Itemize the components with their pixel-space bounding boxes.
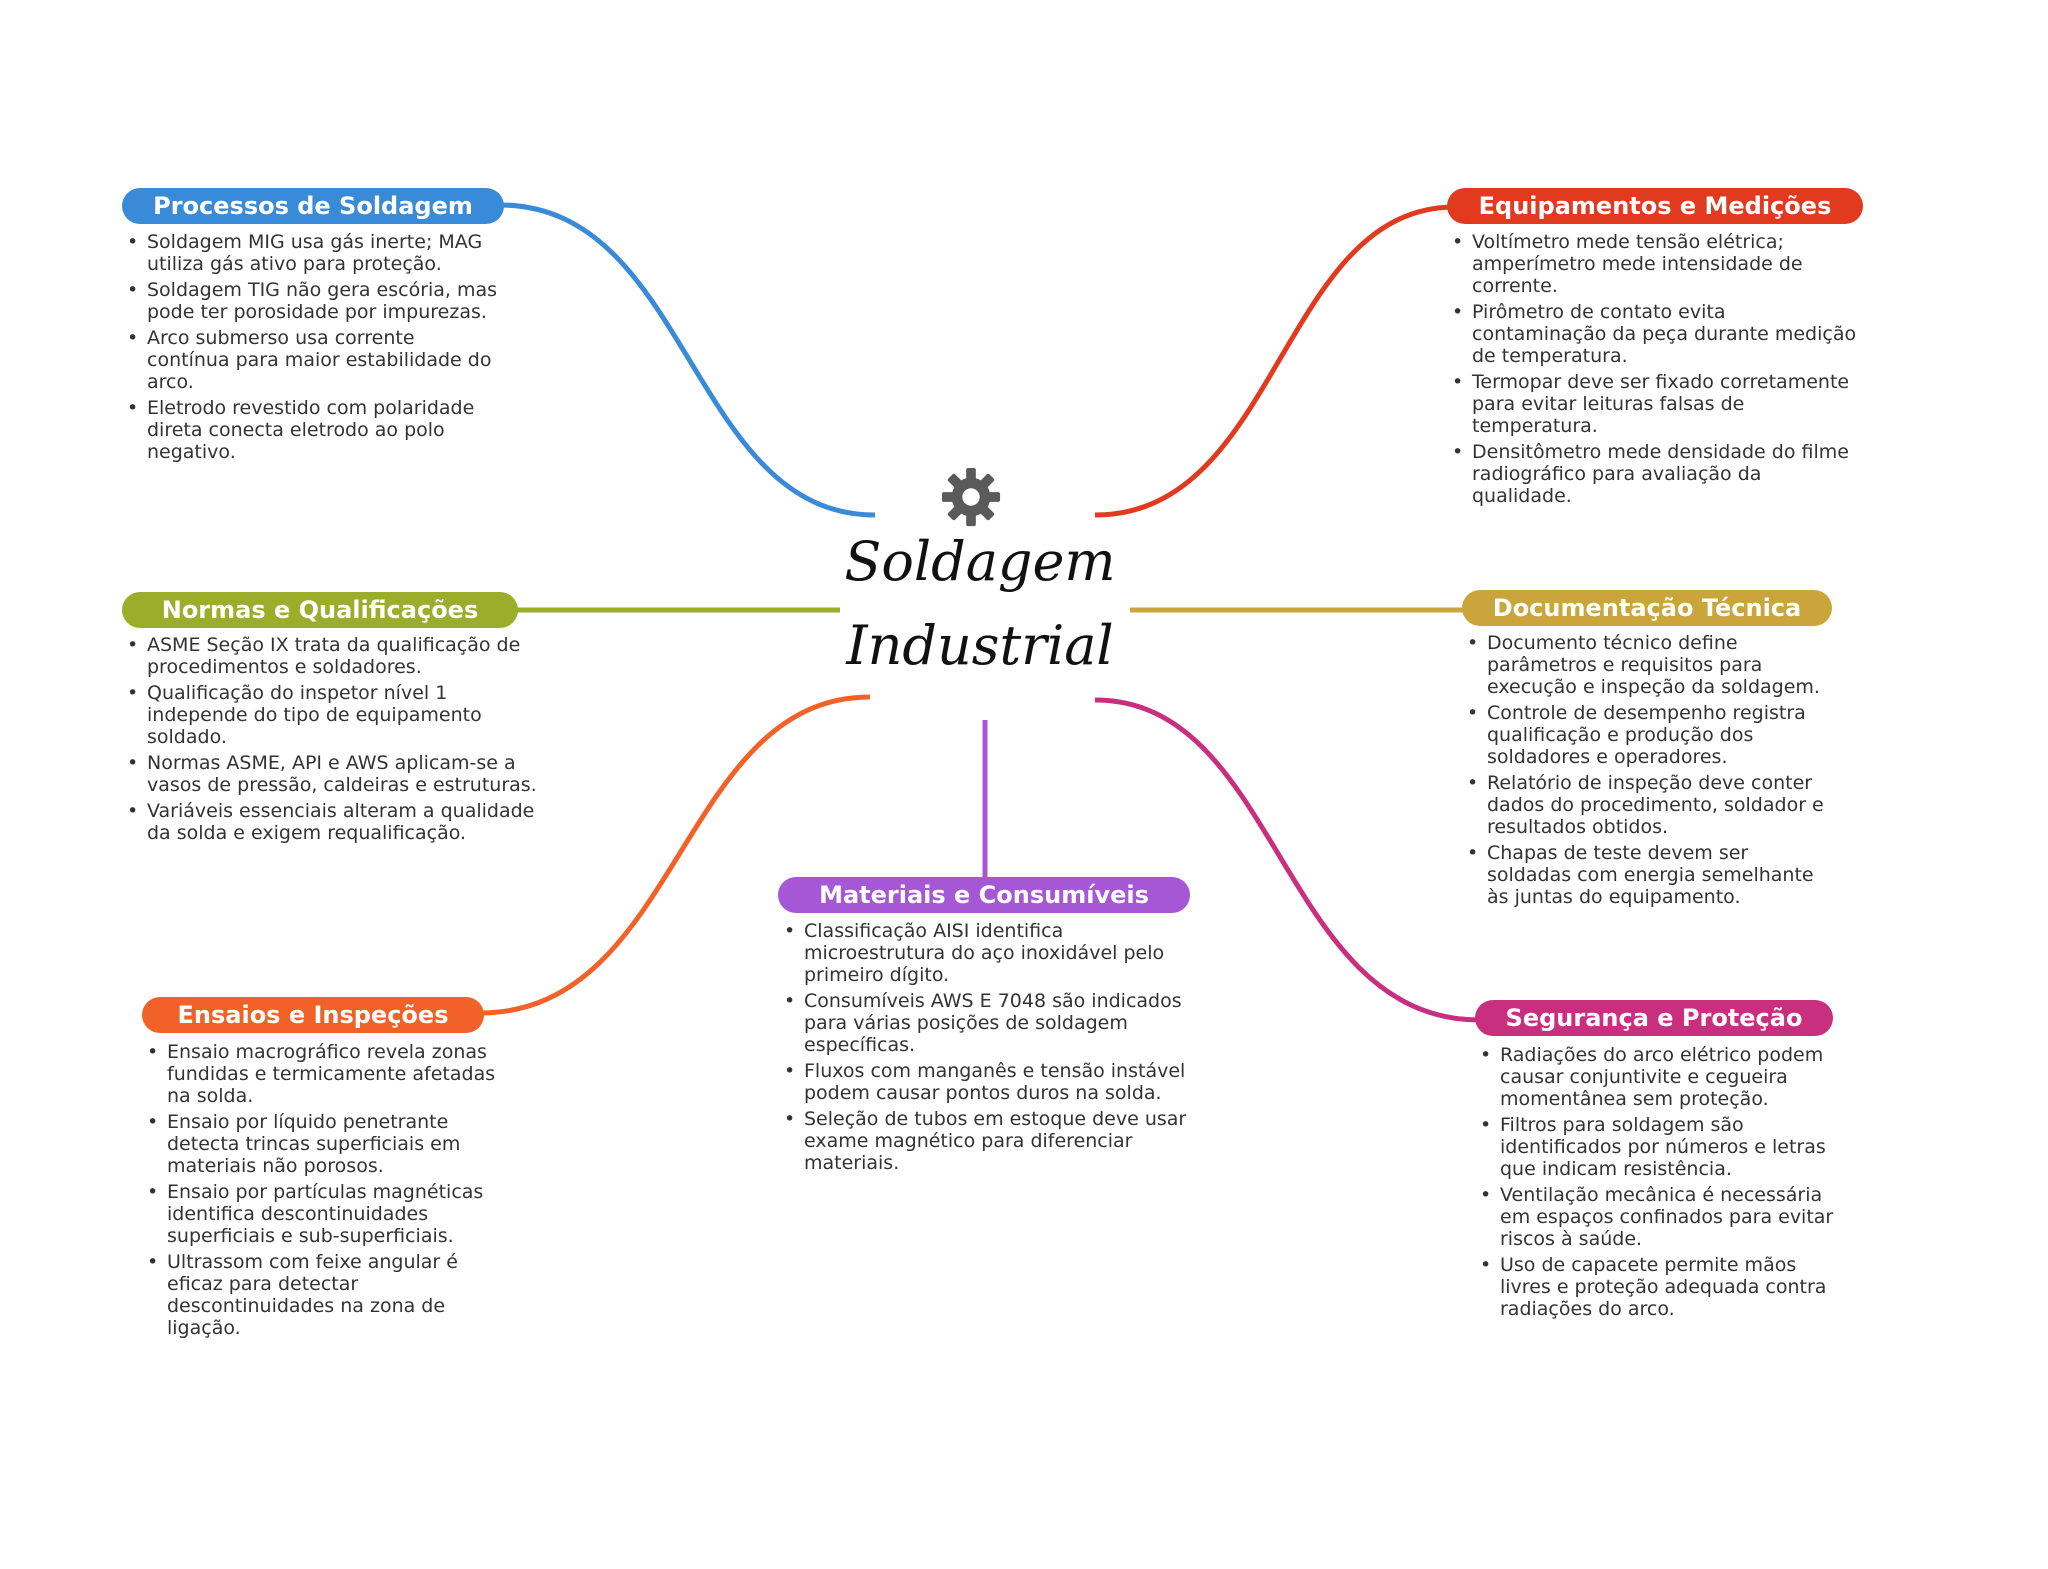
connector-equipamentos [1094,204,1456,518]
list-item: Soldagem MIG usa gás inerte; MAG utiliza… [127,231,502,275]
connector-processos [499,202,876,518]
branch-title-documentacao: Documentação Técnica [1462,590,1832,626]
branch-title-materiais: Materiais e Consumíveis [778,877,1190,913]
center-title-line2: Industrial [846,614,1114,677]
connector-ensaios [479,694,871,1016]
list-item: Relatório de inspeção deve conter dados … [1467,772,1837,838]
list-item: Arco submerso usa corrente contínua para… [127,327,502,393]
gear-icon [941,467,1001,527]
branch-list-normas: ASME Seção IX trata da qualificação de p… [125,634,542,848]
branch-title-equipamentos: Equipamentos e Medições [1447,188,1863,224]
list-item: Chapas de teste devem ser soldadas com e… [1467,842,1837,908]
branch-list-equipamentos: Voltímetro mede tensão elétrica; amperím… [1450,231,1857,511]
list-item: Ultrassom com feixe angular é eficaz par… [147,1251,517,1339]
list-item: Seleção de tubos em estoque deve usar ex… [784,1108,1194,1174]
list-item: Soldagem TIG não gera escória, mas pode … [127,279,502,323]
list-item: Densitômetro mede densidade do filme rad… [1452,441,1857,507]
branch-list-documentacao: Documento técnico define parâmetros e re… [1465,632,1837,912]
list-item: Controle de desempenho registra qualific… [1467,702,1837,768]
list-item: Documento técnico define parâmetros e re… [1467,632,1837,698]
branch-list-ensaios: Ensaio macrográfico revela zonas fundida… [145,1041,517,1343]
list-item: Normas ASME, API e AWS aplicam-se a vaso… [127,752,542,796]
connector-seguranca [1094,697,1481,1023]
list-item: Voltímetro mede tensão elétrica; amperím… [1452,231,1857,297]
list-item: Consumíveis AWS E 7048 são indicados par… [784,990,1194,1056]
list-item: Termopar deve ser fixado corretamente pa… [1452,371,1857,437]
list-item: Qualificação do inspetor nível 1 indepen… [127,682,542,748]
list-item: Filtros para soldagem são identificados … [1480,1114,1840,1180]
list-item: Ensaio macrográfico revela zonas fundida… [147,1041,517,1107]
list-item: Ventilação mecânica é necessária em espa… [1480,1184,1840,1250]
list-item: Eletrodo revestido com polaridade direta… [127,397,502,463]
list-item: ASME Seção IX trata da qualificação de p… [127,634,542,678]
branch-list-materiais: Classificação AISI identifica microestru… [782,920,1194,1178]
list-item: Uso de capacete permite mãos livres e pr… [1480,1254,1840,1320]
branch-title-seguranca: Segurança e Proteção [1475,1000,1833,1036]
list-item: Variáveis essenciais alteram a qualidade… [127,800,542,844]
branch-title-ensaios: Ensaios e Inspeções [142,997,484,1033]
branch-list-processos: Soldagem MIG usa gás inerte; MAG utiliza… [125,231,502,467]
center-title-line1: Soldagem [844,530,1116,593]
branch-title-processos: Processos de Soldagem [122,188,504,224]
list-item: Ensaio por líquido penetrante detecta tr… [147,1111,517,1177]
list-item: Classificação AISI identifica microestru… [784,920,1194,986]
center-title: Soldagem Industrial [800,520,1160,688]
list-item: Radiações do arco elétrico podem causar … [1480,1044,1840,1110]
list-item: Fluxos com manganês e tensão instável po… [784,1060,1194,1104]
list-item: Ensaio por partículas magnéticas identif… [147,1181,517,1247]
branch-list-seguranca: Radiações do arco elétrico podem causar … [1478,1044,1840,1324]
branch-title-normas: Normas e Qualificações [122,592,518,628]
list-item: Pirômetro de contato evita contaminação … [1452,301,1857,367]
